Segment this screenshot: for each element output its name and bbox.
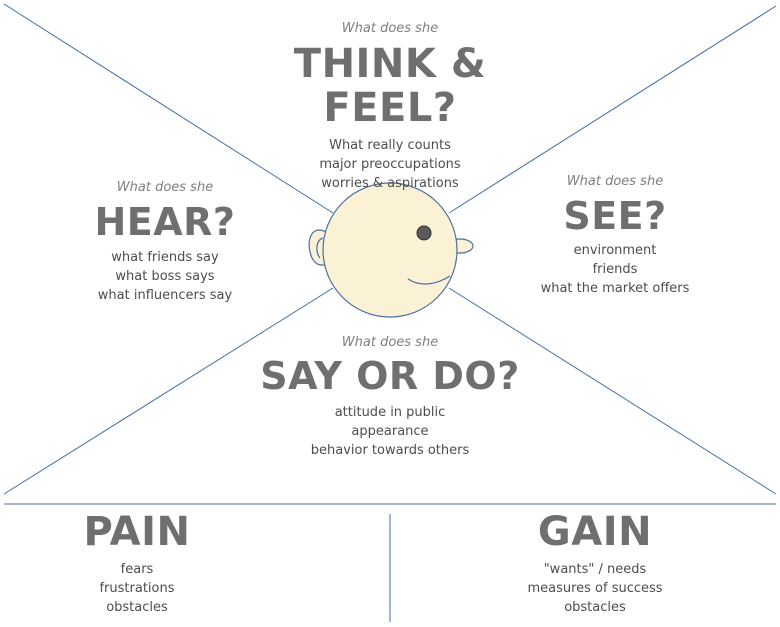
see-prompt: What does she bbox=[566, 174, 664, 189]
head-circle bbox=[322, 182, 458, 318]
diagonal-line-bottom-left bbox=[3, 287, 334, 495]
see-section: What does she SEE? environment friends w… bbox=[520, 173, 710, 298]
diagonal-line-bottom-right bbox=[448, 287, 777, 495]
say-items: attitude in public appearance behavior t… bbox=[240, 403, 540, 460]
diagonal-line-top-right bbox=[448, 5, 777, 214]
hear-heading: HEAR? bbox=[94, 200, 236, 244]
see-item: friends bbox=[592, 261, 638, 277]
pain-items: fears frustrations obstacles bbox=[62, 560, 212, 617]
pain-item: fears bbox=[120, 562, 154, 577]
think-item: major preoccupations bbox=[319, 157, 461, 172]
say-prompt: What does she bbox=[341, 335, 439, 350]
think-items: What really counts major preoccupations … bbox=[225, 136, 555, 193]
pain-section: PAIN fears frustrations obstacles bbox=[62, 510, 212, 617]
gain-section: GAIN "wants" / needs measures of success… bbox=[500, 510, 690, 617]
say-item: behavior towards others bbox=[310, 442, 470, 458]
gain-item: "wants" / needs bbox=[543, 562, 647, 577]
hear-item: what boss says bbox=[115, 268, 215, 284]
say-item: attitude in public bbox=[334, 404, 446, 420]
gain-item: measures of success bbox=[527, 581, 663, 596]
say-item: appearance bbox=[351, 423, 429, 439]
pain-item: frustrations bbox=[99, 581, 175, 596]
see-item: environment bbox=[573, 242, 657, 258]
hear-prompt: What does she bbox=[116, 180, 214, 195]
see-item: what the market offers bbox=[540, 280, 690, 296]
say-do-section: What does she SAY OR DO? attitude in pub… bbox=[240, 334, 540, 460]
see-heading: SEE? bbox=[563, 194, 667, 238]
diagonal-line-top-left bbox=[3, 3, 334, 214]
mouth-icon bbox=[407, 275, 451, 285]
hear-item: what influencers say bbox=[97, 287, 233, 303]
think-item: What really counts bbox=[329, 138, 451, 153]
person-head-icon bbox=[308, 182, 474, 318]
think-item: worries & aspirations bbox=[321, 176, 459, 191]
see-items: environment friends what the market offe… bbox=[520, 241, 710, 298]
eye-icon bbox=[416, 225, 432, 241]
pain-heading: PAIN bbox=[83, 509, 191, 555]
think-heading: THINK & FEEL? bbox=[293, 41, 487, 131]
pain-item: obstacles bbox=[106, 600, 168, 615]
hear-items: what friends say what boss says what inf… bbox=[70, 248, 260, 305]
hear-item: what friends say bbox=[111, 249, 219, 265]
say-heading: SAY OR DO? bbox=[260, 354, 520, 398]
hear-section: What does she HEAR? what friends say wha… bbox=[70, 179, 260, 305]
think-feel-section: What does she THINK & FEEL? What really … bbox=[225, 20, 555, 193]
gain-items: "wants" / needs measures of success obst… bbox=[500, 560, 690, 617]
gain-heading: GAIN bbox=[537, 509, 653, 555]
think-prompt: What does she bbox=[341, 21, 439, 36]
ear-inner-icon bbox=[316, 237, 324, 259]
gain-item: obstacles bbox=[564, 600, 626, 615]
